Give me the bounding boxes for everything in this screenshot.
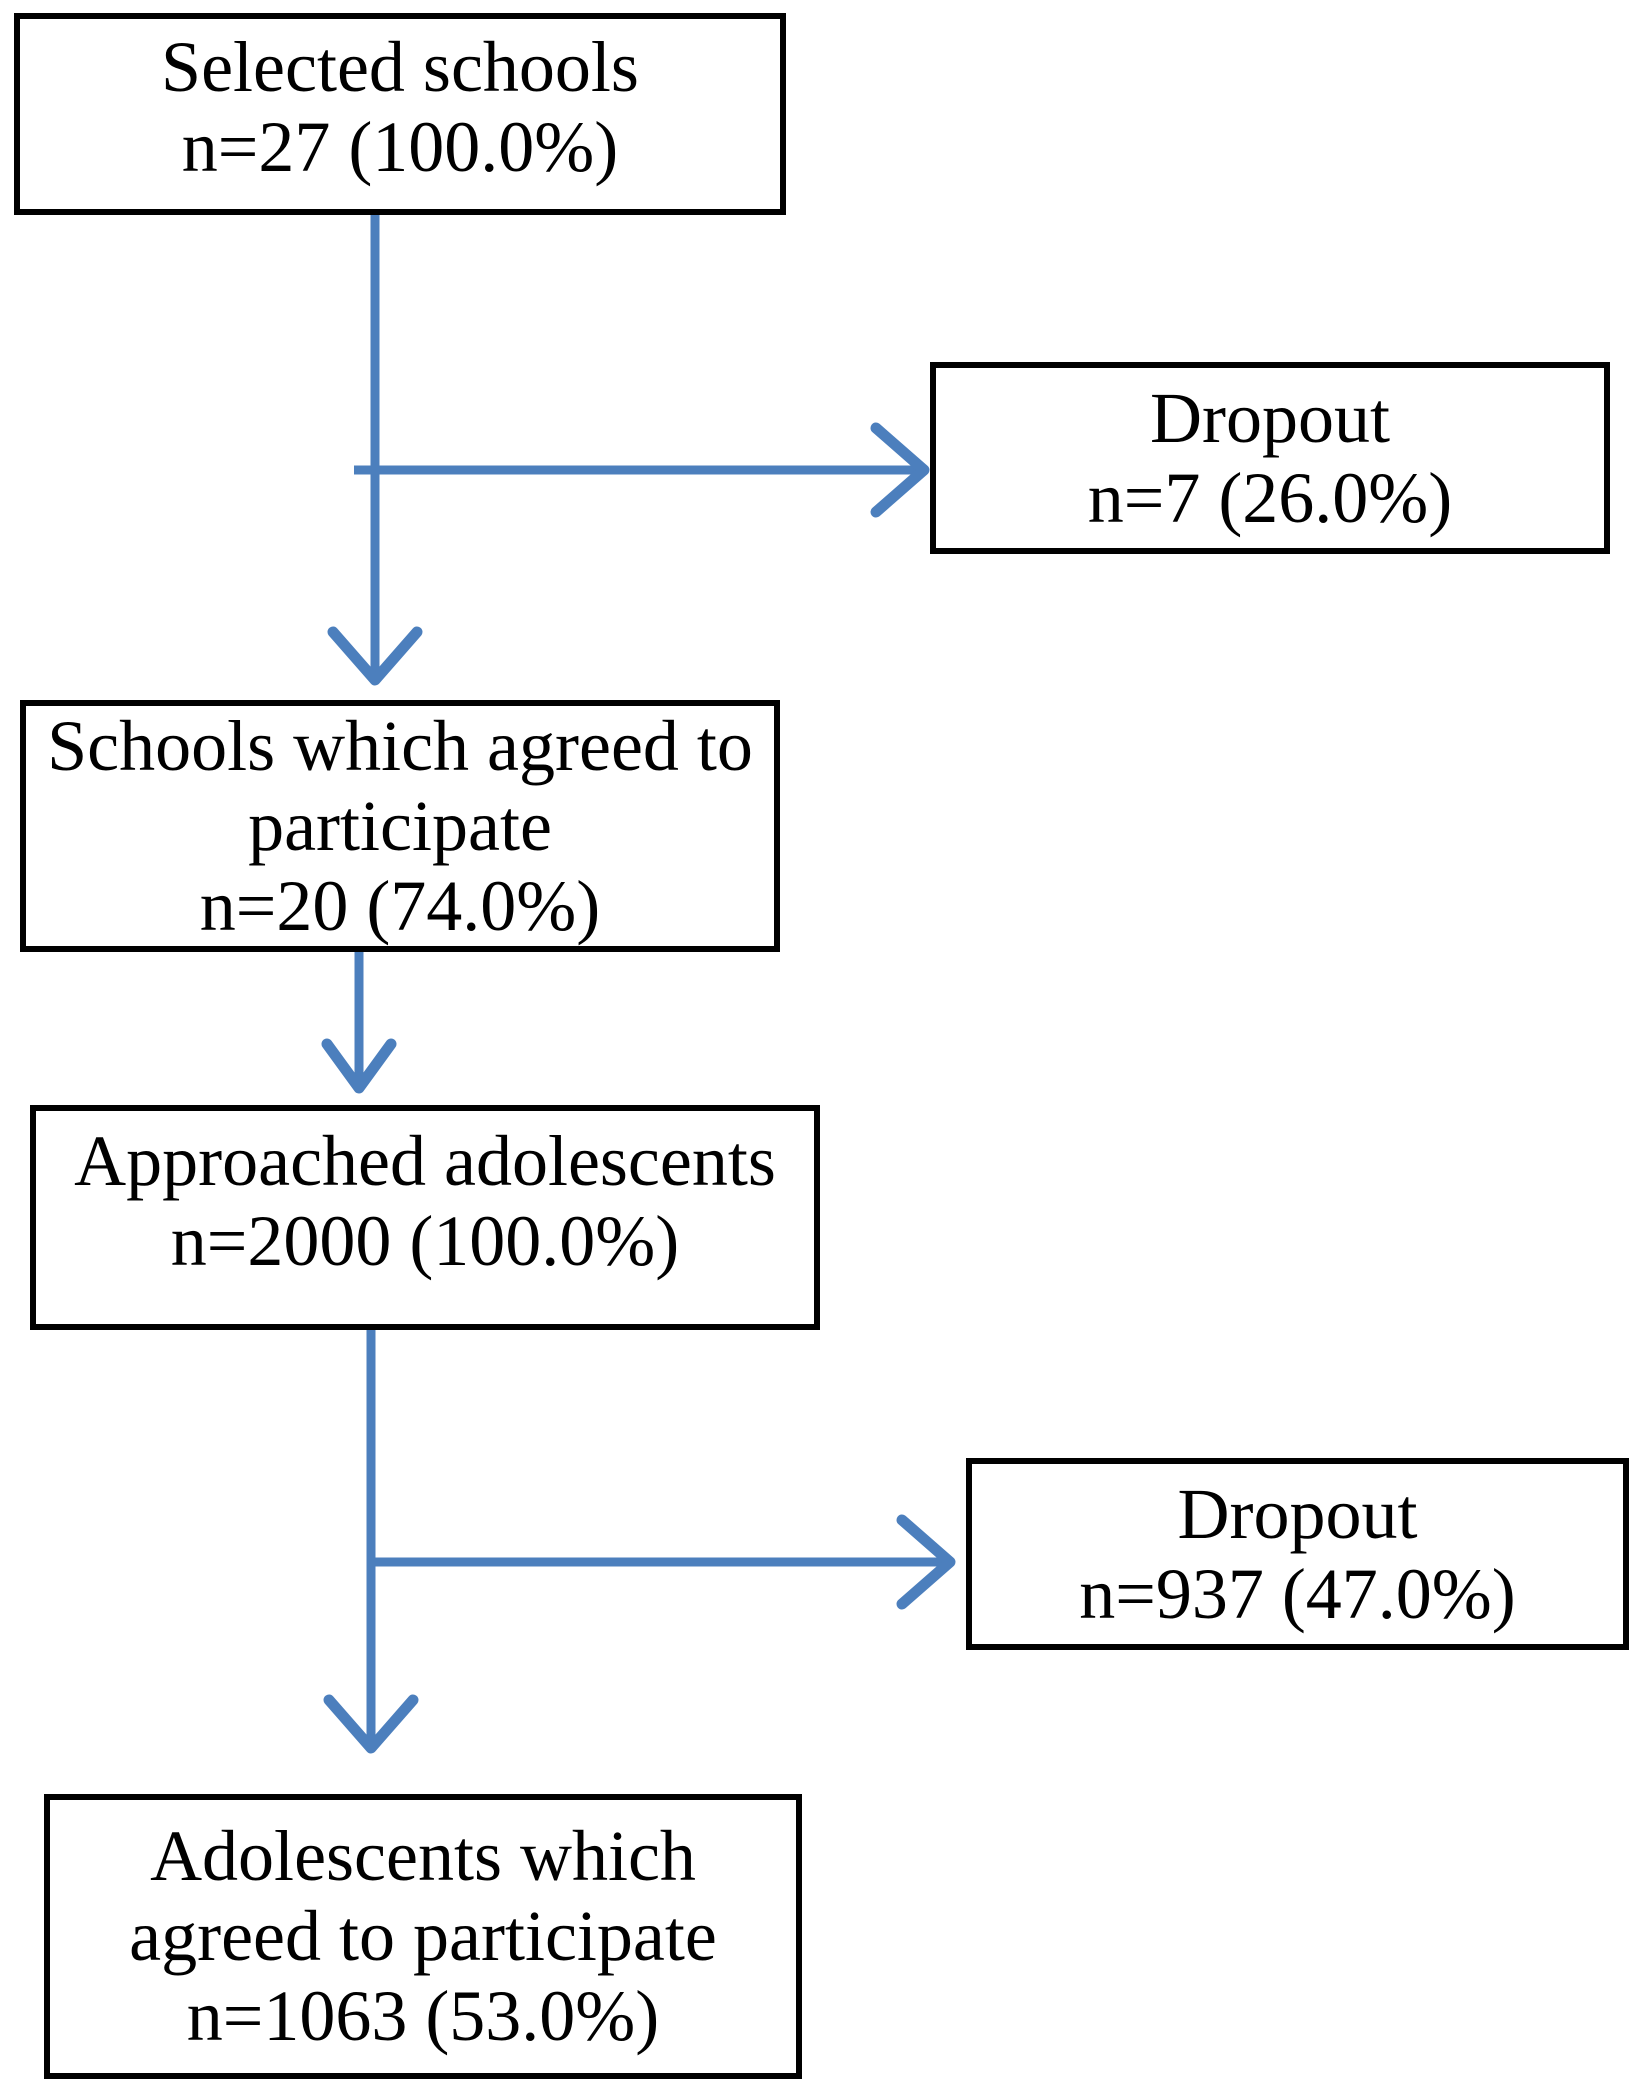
arrow-branch-dropout-schools-head xyxy=(870,422,930,518)
node-label: Schools which agreed to xyxy=(47,706,753,786)
node-count: n=7 (26.0%) xyxy=(1087,458,1453,538)
node-count: n=20 (74.0%) xyxy=(199,866,601,946)
node-schools-agreed: Schools which agreed to participate n=20… xyxy=(20,700,780,952)
arrow-branch-dropout-adolescents-head xyxy=(896,1514,956,1610)
node-label: Dropout xyxy=(1177,1474,1418,1554)
node-label: Dropout xyxy=(1150,378,1390,458)
arrow-selected-to-agreed-head xyxy=(327,626,423,686)
node-dropout-adolescents: Dropout n=937 (47.0%) xyxy=(966,1458,1629,1650)
node-approached-adolescents: Approached adolescents n=2000 (100.0%) xyxy=(30,1105,820,1330)
arrow-approached-to-agreed-head xyxy=(323,1694,419,1754)
node-label: Selected schools xyxy=(161,27,639,107)
node-count: n=2000 (100.0%) xyxy=(170,1201,680,1281)
node-dropout-schools: Dropout n=7 (26.0%) xyxy=(930,362,1610,554)
node-adolescents-agreed: Adolescents which agreed to participate … xyxy=(44,1794,802,2079)
node-label: participate xyxy=(248,786,552,866)
node-count: n=1063 (53.0%) xyxy=(186,1976,660,2056)
node-label: agreed to participate xyxy=(129,1896,717,1976)
node-label: Adolescents which xyxy=(150,1816,696,1896)
node-label: Approached adolescents xyxy=(74,1121,776,1201)
node-count: n=27 (100.0%) xyxy=(181,107,619,187)
node-count: n=937 (47.0%) xyxy=(1079,1554,1516,1634)
node-selected-schools: Selected schools n=27 (100.0%) xyxy=(14,13,786,215)
arrow-agreed-to-approached-head xyxy=(321,1038,397,1094)
